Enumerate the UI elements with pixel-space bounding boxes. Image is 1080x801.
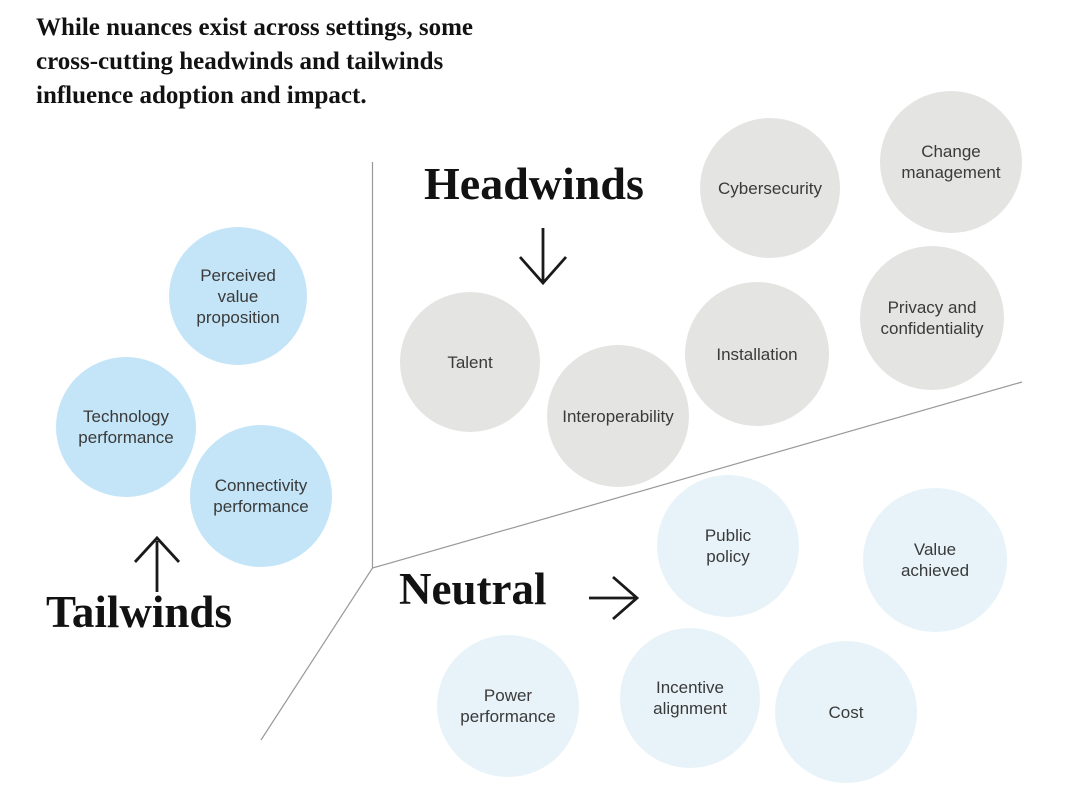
bubble-cost: Cost [775,641,917,783]
bubble-interoperability: Interoperability [547,345,689,487]
down-arrow-icon [518,228,568,286]
title-line-2: cross-cutting headwinds and tailwinds [36,48,444,75]
tailwinds-divider-line [260,567,374,741]
bubble-value-achieved: Value achieved [863,488,1007,632]
bubble-installation: Installation [685,282,829,426]
headwinds-heading: Headwinds [424,158,644,209]
bubble-label-connectivity-performance: Connectivity performance [213,476,309,516]
bubble-label-cybersecurity: Cybersecurity [718,178,822,198]
bubble-technology-performance: Technology performance [56,357,196,497]
bubble-power-performance: Power performance [437,635,579,777]
neutral-heading: Neutral [399,564,547,614]
bubble-label-cost: Cost [828,702,864,722]
bubble-label-incentive-alignment: Incentive alignment [653,678,727,718]
bubble-privacy-and-confidentiality: Privacy and confidentiality [860,246,1004,390]
bubble-label-change-management: Change management [901,142,1001,182]
title-line-3: influence adoption and impact. [36,82,367,109]
right-arrow-icon [589,575,640,621]
figure-title: While nuances exist across settings, som… [36,11,473,113]
tailwinds-heading: Tailwinds [46,587,232,637]
bubble-talent: Talent [400,292,540,432]
bubble-label-value-achieved: Value achieved [900,540,970,580]
bubble-label-public-policy: Public policy [704,526,752,566]
bubble-label-interoperability: Interoperability [562,406,674,426]
bubble-label-perceived-value-proposition: Perceived value proposition [196,265,280,327]
bubble-label-talent: Talent [447,352,493,372]
bubble-change-management: Change management [880,91,1022,233]
bubble-label-installation: Installation [716,344,798,364]
bubble-connectivity-performance: Connectivity performance [190,425,332,567]
bubble-cybersecurity: Cybersecurity [700,118,840,258]
bubble-label-power-performance: Power performance [460,686,556,726]
bubble-public-policy: Public policy [657,475,799,617]
title-line-1: While nuances exist across settings, som… [36,14,474,41]
up-arrow-icon [133,535,181,592]
bubble-label-technology-performance: Technology performance [78,407,174,447]
bubble-incentive-alignment: Incentive alignment [620,628,760,768]
bubble-label-privacy-and-confidentiality: Privacy and confidentiality [880,298,984,338]
bubble-perceived-value-proposition: Perceived value proposition [169,227,307,365]
